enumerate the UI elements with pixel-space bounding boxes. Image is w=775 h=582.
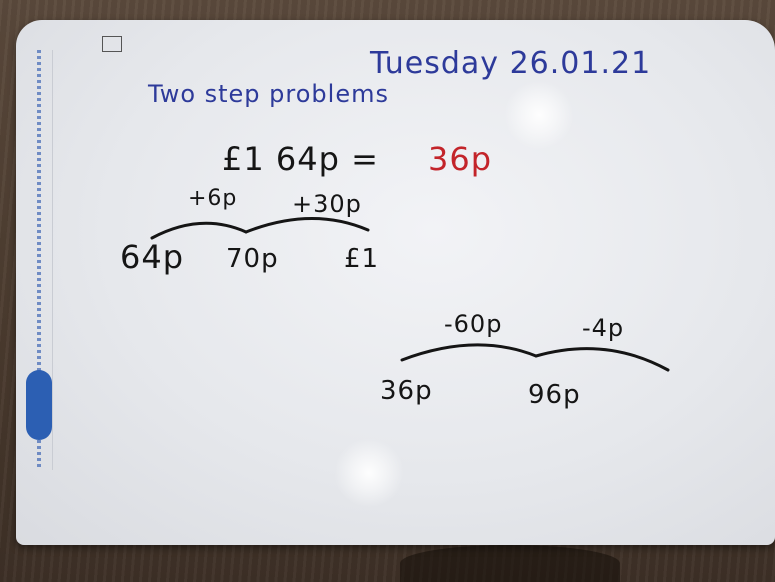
number-line-arcs xyxy=(150,217,670,372)
number-line-value: 96p xyxy=(528,380,581,410)
equation-answer: 36p xyxy=(428,140,493,178)
number-line-value: 70p xyxy=(226,244,279,274)
number-line-value: 64p xyxy=(120,238,185,276)
whiteboard: Tuesday 26.01.21 Two step problems £1 64… xyxy=(16,20,775,545)
brand-logo-icon xyxy=(26,370,52,440)
light-glare xyxy=(334,438,404,508)
step-label: -60p xyxy=(444,310,503,338)
step-label: +6p xyxy=(188,186,238,211)
shadow xyxy=(400,545,620,582)
number-line-value: £1 xyxy=(344,244,380,274)
board-side-strip xyxy=(26,50,53,470)
light-glare xyxy=(504,80,574,150)
board-corner-mark xyxy=(102,36,122,52)
step-label: +30p xyxy=(292,190,362,218)
equation-text: £1 64p = xyxy=(222,140,379,178)
number-line-value: 36p xyxy=(380,376,433,406)
date-text: Tuesday 26.01.21 xyxy=(370,46,652,81)
title-text: Two step problems xyxy=(148,80,389,108)
step-label: -4p xyxy=(582,314,625,342)
